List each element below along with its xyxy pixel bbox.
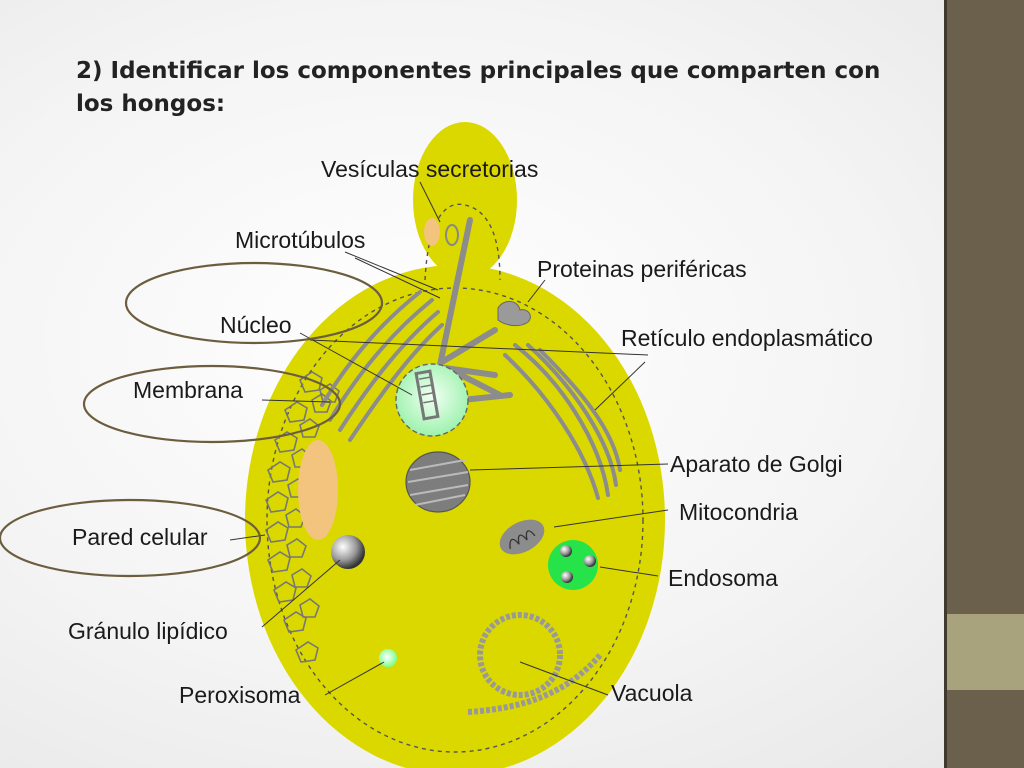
slide-sidebar-divider	[944, 0, 947, 768]
highlight-ring-pared-celular	[0, 498, 262, 578]
microtubules	[437, 217, 513, 403]
label-granulo-lipidico: Gránulo lipídico	[68, 618, 228, 644]
label-aparato-de-golgi: Aparato de Golgi	[670, 451, 843, 477]
endosome	[548, 540, 598, 590]
lipid-storage-body	[298, 440, 338, 540]
secretory-vesicles	[424, 218, 459, 246]
fungal-cell-diagram: Vesículas secretorias Microtúbulos Prote…	[0, 122, 873, 768]
nucleus	[395, 363, 469, 437]
label-vacuola: Vacuola	[611, 680, 693, 706]
label-nucleo: Núcleo	[220, 312, 292, 338]
golgi-apparatus	[405, 451, 471, 513]
vacuole	[467, 612, 603, 715]
peroxisome	[379, 649, 397, 667]
slide-title: 2) Identificar los componentes principal…	[76, 58, 881, 117]
label-microtubulos: Microtúbulos	[235, 227, 365, 253]
highlight-ring-membrana	[82, 364, 342, 444]
endoplasmic-reticulum-right	[503, 343, 622, 500]
label-mitocondria: Mitocondria	[679, 499, 798, 525]
label-membrana: Membrana	[133, 377, 243, 403]
mitochondrion	[499, 519, 545, 555]
label-pared-celular: Pared celular	[72, 524, 208, 550]
slide-sidebar-accent	[946, 614, 1024, 690]
label-proteinas-perifericas: Proteinas periféricas	[537, 256, 747, 282]
peripheral-proteins	[497, 301, 531, 327]
highlight-ring-nucleo	[124, 261, 384, 345]
label-peroxisoma: Peroxisoma	[179, 682, 301, 708]
label-endosoma: Endosoma	[668, 565, 778, 591]
label-reticulo-endoplasmatico: Retículo endoplasmático	[621, 325, 873, 351]
highlight-rings	[0, 261, 384, 578]
label-vesiculas-secretorias: Vesículas secretorias	[321, 156, 538, 182]
